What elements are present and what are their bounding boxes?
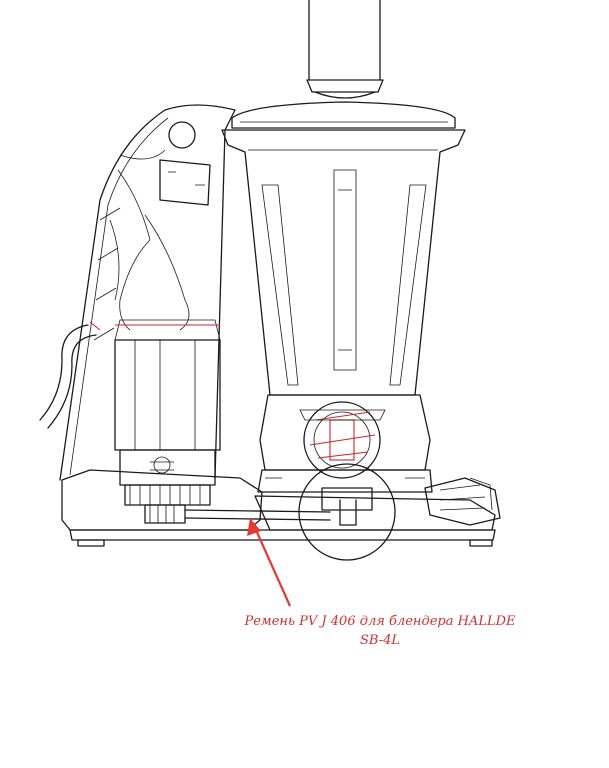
control-switch — [117, 121, 211, 241]
caption-line-1: Ремень PV J 406 для блендера HALLDE — [244, 614, 516, 629]
jar-base — [257, 394, 433, 561]
motor — [114, 319, 221, 524]
belt-pointer-arrow — [247, 518, 292, 607]
jar-lid — [231, 101, 456, 129]
caption-line-2: SB-4L — [360, 633, 400, 648]
base-housing — [61, 469, 496, 547]
motor-housing — [59, 104, 236, 481]
connector-plug — [424, 477, 501, 526]
part-caption: Ремень PV J 406 для блендера HALLDE SB-4… — [200, 612, 560, 650]
power-cord — [39, 321, 101, 429]
jar-lid-shaft — [306, 0, 384, 99]
blender-jar — [221, 129, 466, 396]
wiring — [109, 214, 190, 331]
drive-belt — [184, 509, 331, 521]
